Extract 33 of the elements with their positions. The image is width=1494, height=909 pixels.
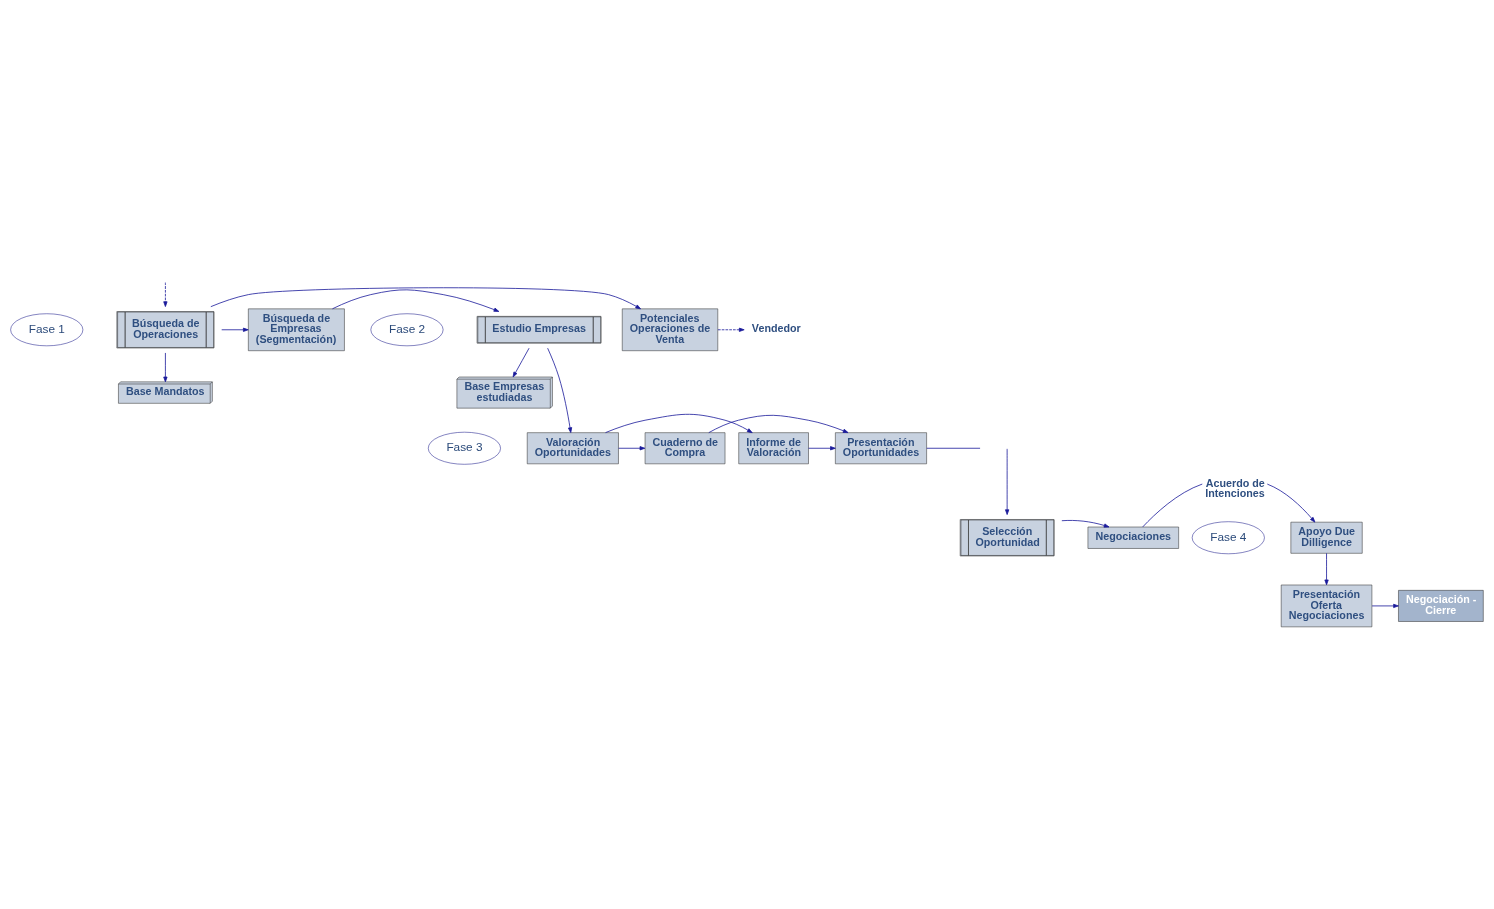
arrow xyxy=(547,347,573,433)
node-box: Negociaciones xyxy=(1087,526,1179,549)
arrow xyxy=(1324,552,1329,586)
node-box: Presentación Oferta Negociaciones xyxy=(1280,584,1373,628)
arrow xyxy=(1371,603,1399,608)
node-ellipse: Fase 2 xyxy=(370,313,444,347)
arrow xyxy=(717,327,745,332)
arrow xyxy=(708,414,849,434)
arrow xyxy=(210,287,641,310)
arrow xyxy=(1005,448,1010,515)
node-box: Presentación Oportunidades xyxy=(835,432,927,465)
node-box: Informe de Valoración xyxy=(738,432,809,465)
node-ellipse: Fase 4 xyxy=(1191,521,1265,555)
edge-label: Acuerdo de Intenciones xyxy=(1205,476,1265,500)
node-ellipse: Fase 3 xyxy=(428,431,501,465)
arrow xyxy=(163,282,168,307)
arrow xyxy=(332,289,500,312)
node-box: Cuaderno de Compra xyxy=(644,432,726,465)
node-box: Búsqueda de Empresas (Segmentación) xyxy=(248,308,345,351)
node-box: Negociación - Cierre xyxy=(1398,590,1484,622)
node-box: Potenciales Operaciones de Venta xyxy=(621,308,719,351)
node-box: Apoyo Due Dilligence xyxy=(1290,521,1363,554)
arrow xyxy=(512,347,530,378)
node-box: Valoración Oportunidades xyxy=(526,432,619,465)
arrow xyxy=(618,446,646,451)
arrow xyxy=(1061,520,1110,528)
connector xyxy=(926,447,981,449)
arrow xyxy=(808,446,836,451)
arrow xyxy=(221,327,249,332)
arrow xyxy=(163,352,168,383)
arrow xyxy=(605,413,753,434)
node-ellipse: Fase 1 xyxy=(10,313,84,347)
node-text: Vendedor xyxy=(751,321,801,334)
